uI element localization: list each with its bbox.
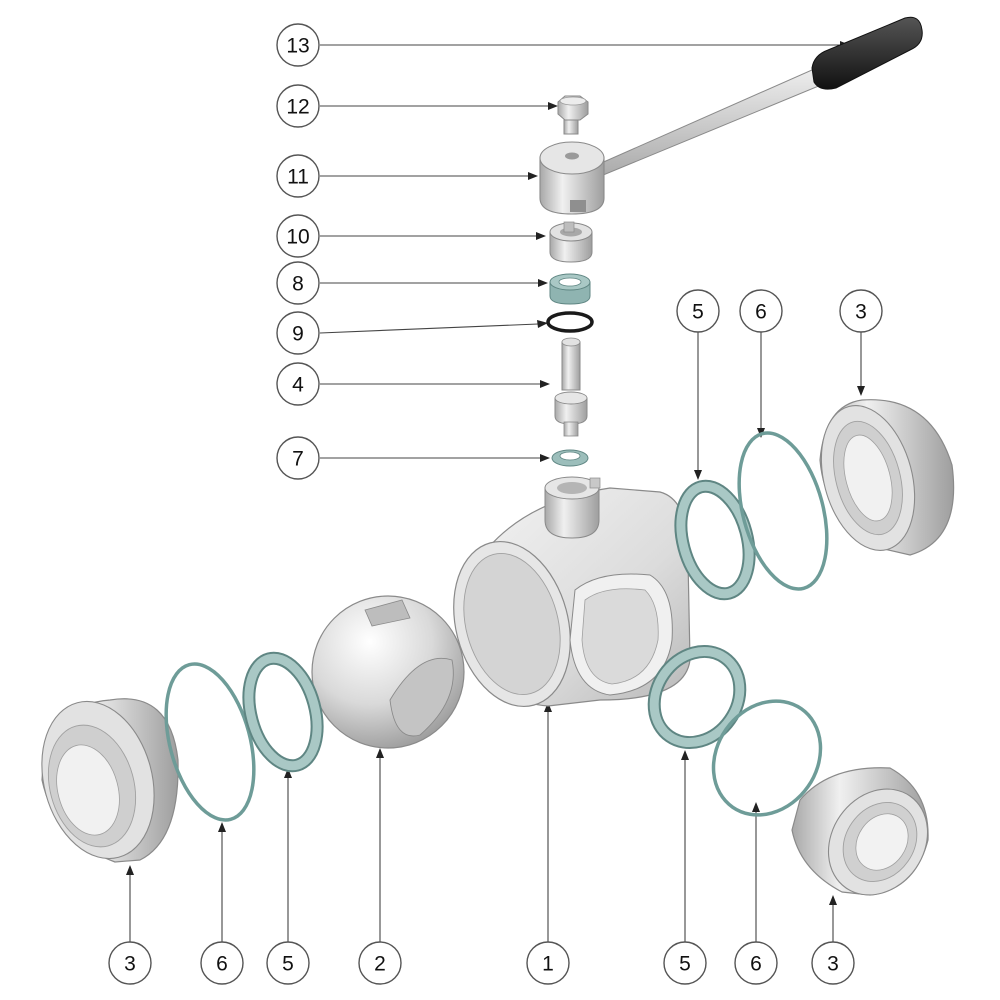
callout-label: 5 [679, 953, 691, 976]
hex-bolt [557, 95, 589, 135]
callout-label: 4 [292, 374, 304, 397]
o-ring-top-right [737, 431, 829, 591]
connector-bottom-right [791, 767, 929, 896]
callout-7: 7 [276, 436, 320, 480]
callout-label: 5 [692, 301, 704, 324]
callout-6-right: 6 [734, 941, 778, 985]
o-ring-bottom-right [711, 699, 823, 817]
valve-stem [554, 337, 588, 437]
handle-hub [539, 141, 605, 215]
callout-label: 6 [216, 953, 228, 976]
callout-label: 13 [286, 35, 309, 58]
leader-lines [126, 41, 865, 942]
seat-seal-left [242, 651, 324, 773]
callout-12: 12 [276, 84, 320, 128]
stem-o-ring [546, 311, 594, 333]
callout-9: 9 [276, 311, 320, 355]
callout-10: 10 [276, 214, 320, 258]
valve-ball [311, 595, 465, 749]
callout-11: 11 [276, 154, 320, 198]
callout-6-top: 6 [739, 289, 783, 333]
callout-5-left: 5 [266, 941, 310, 985]
callout-label: 7 [292, 448, 304, 471]
lever-handle [589, 16, 923, 179]
callout-label: 3 [124, 953, 136, 976]
seat-seal-bottom-right [647, 644, 747, 750]
callout-5-top: 5 [676, 289, 720, 333]
connector-left [41, 698, 179, 863]
stem-seal [549, 273, 591, 305]
o-ring-left [164, 662, 256, 822]
callout-label: 3 [827, 953, 839, 976]
callout-1: 1 [526, 941, 570, 985]
callout-3-left: 3 [108, 941, 152, 985]
callout-label: 6 [750, 953, 762, 976]
valve-body [453, 476, 691, 708]
callout-6-left: 6 [200, 941, 244, 985]
callout-label: 11 [287, 166, 309, 189]
callout-13: 13 [276, 23, 320, 67]
connector-top-right [819, 399, 955, 556]
callout-label: 12 [286, 96, 309, 119]
callout-3-top: 3 [839, 289, 883, 333]
callout-label: 8 [292, 273, 304, 296]
callout-8: 8 [276, 261, 320, 305]
callout-2: 2 [358, 941, 402, 985]
callout-label: 3 [855, 301, 867, 324]
callout-label: 1 [542, 953, 554, 976]
callout-label: 5 [282, 953, 294, 976]
callout-4: 4 [276, 362, 320, 406]
bushing [549, 221, 593, 263]
callout-label: 9 [292, 323, 304, 346]
callout-label: 10 [286, 226, 309, 249]
callout-label: 2 [374, 953, 386, 976]
callout-5-right: 5 [663, 941, 707, 985]
callout-3-right: 3 [811, 941, 855, 985]
lower-stem-seal [551, 449, 589, 467]
callout-label: 6 [755, 301, 767, 324]
